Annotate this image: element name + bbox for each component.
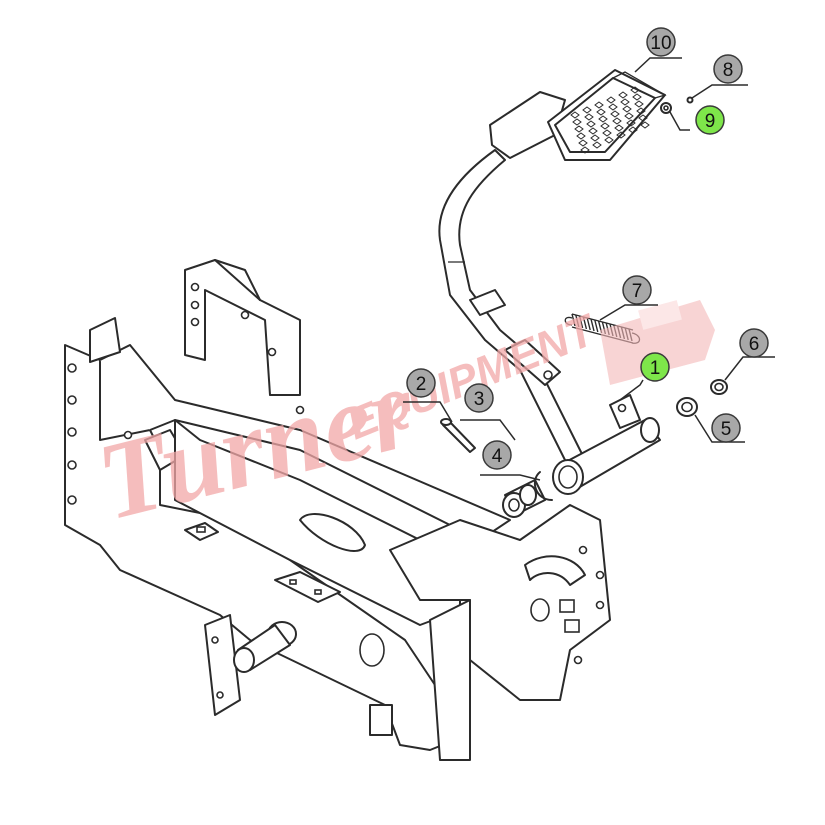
callout-circle-7 <box>622 275 652 305</box>
callout-7: 7 <box>599 275 658 321</box>
callout-6: 6 <box>724 328 775 381</box>
callout-label-1: 1 <box>650 358 661 379</box>
callout-label-2: 2 <box>416 374 427 395</box>
callout-5: 5 <box>694 413 745 443</box>
callout-label-7: 7 <box>632 281 643 302</box>
callout-10: 10 <box>634 27 682 73</box>
main-frame <box>64 259 611 761</box>
cross-shaft <box>552 394 661 495</box>
callout-leader-4 <box>480 474 541 481</box>
callout-circle-2 <box>406 368 436 398</box>
callout-circle-1 <box>640 352 670 382</box>
washer-small <box>686 96 694 104</box>
truck-icon <box>600 300 715 385</box>
callout-3: 3 <box>460 383 516 441</box>
callout-leader-10 <box>634 57 682 73</box>
callout-circle-5 <box>711 413 741 443</box>
circlip <box>533 471 553 501</box>
pivot-pin <box>502 479 546 518</box>
callout-label-9: 9 <box>705 111 716 132</box>
washer <box>676 397 698 417</box>
callout-4: 4 <box>480 440 541 481</box>
callout-circle-4 <box>482 440 512 470</box>
callout-circle-3 <box>464 383 494 413</box>
e-clip <box>710 379 728 395</box>
callout-label-10: 10 <box>650 33 671 54</box>
callout-circle-9 <box>695 105 725 135</box>
bolt <box>440 418 476 453</box>
callout-leader-9 <box>669 111 690 131</box>
callout-leader-8 <box>691 84 748 99</box>
callout-leader-3 <box>460 419 516 441</box>
callout-label-4: 4 <box>492 446 503 467</box>
callout-label-3: 3 <box>474 389 485 410</box>
callout-circle-6 <box>739 328 769 358</box>
brake-pedal-arm <box>438 91 591 481</box>
callout-layer: 1 2 3 4 5 6 7 8 9 10 <box>403 27 775 481</box>
callout-1: 1 <box>619 352 670 401</box>
callout-label-5: 5 <box>721 419 732 440</box>
callout-2: 2 <box>403 368 453 423</box>
callout-leader-6 <box>724 356 775 381</box>
callout-8: 8 <box>691 54 748 99</box>
callout-9: 9 <box>669 105 725 135</box>
callout-leader-1 <box>619 379 644 401</box>
nut <box>660 102 672 114</box>
callout-leader-7 <box>599 304 658 321</box>
callout-circle-10 <box>646 27 676 57</box>
callout-circle-8 <box>713 54 743 84</box>
pedal-pad <box>547 69 667 161</box>
callout-label-6: 6 <box>749 334 760 355</box>
callout-leader-5 <box>694 414 745 443</box>
callout-label-8: 8 <box>723 60 734 81</box>
callout-leader-2 <box>403 401 453 423</box>
